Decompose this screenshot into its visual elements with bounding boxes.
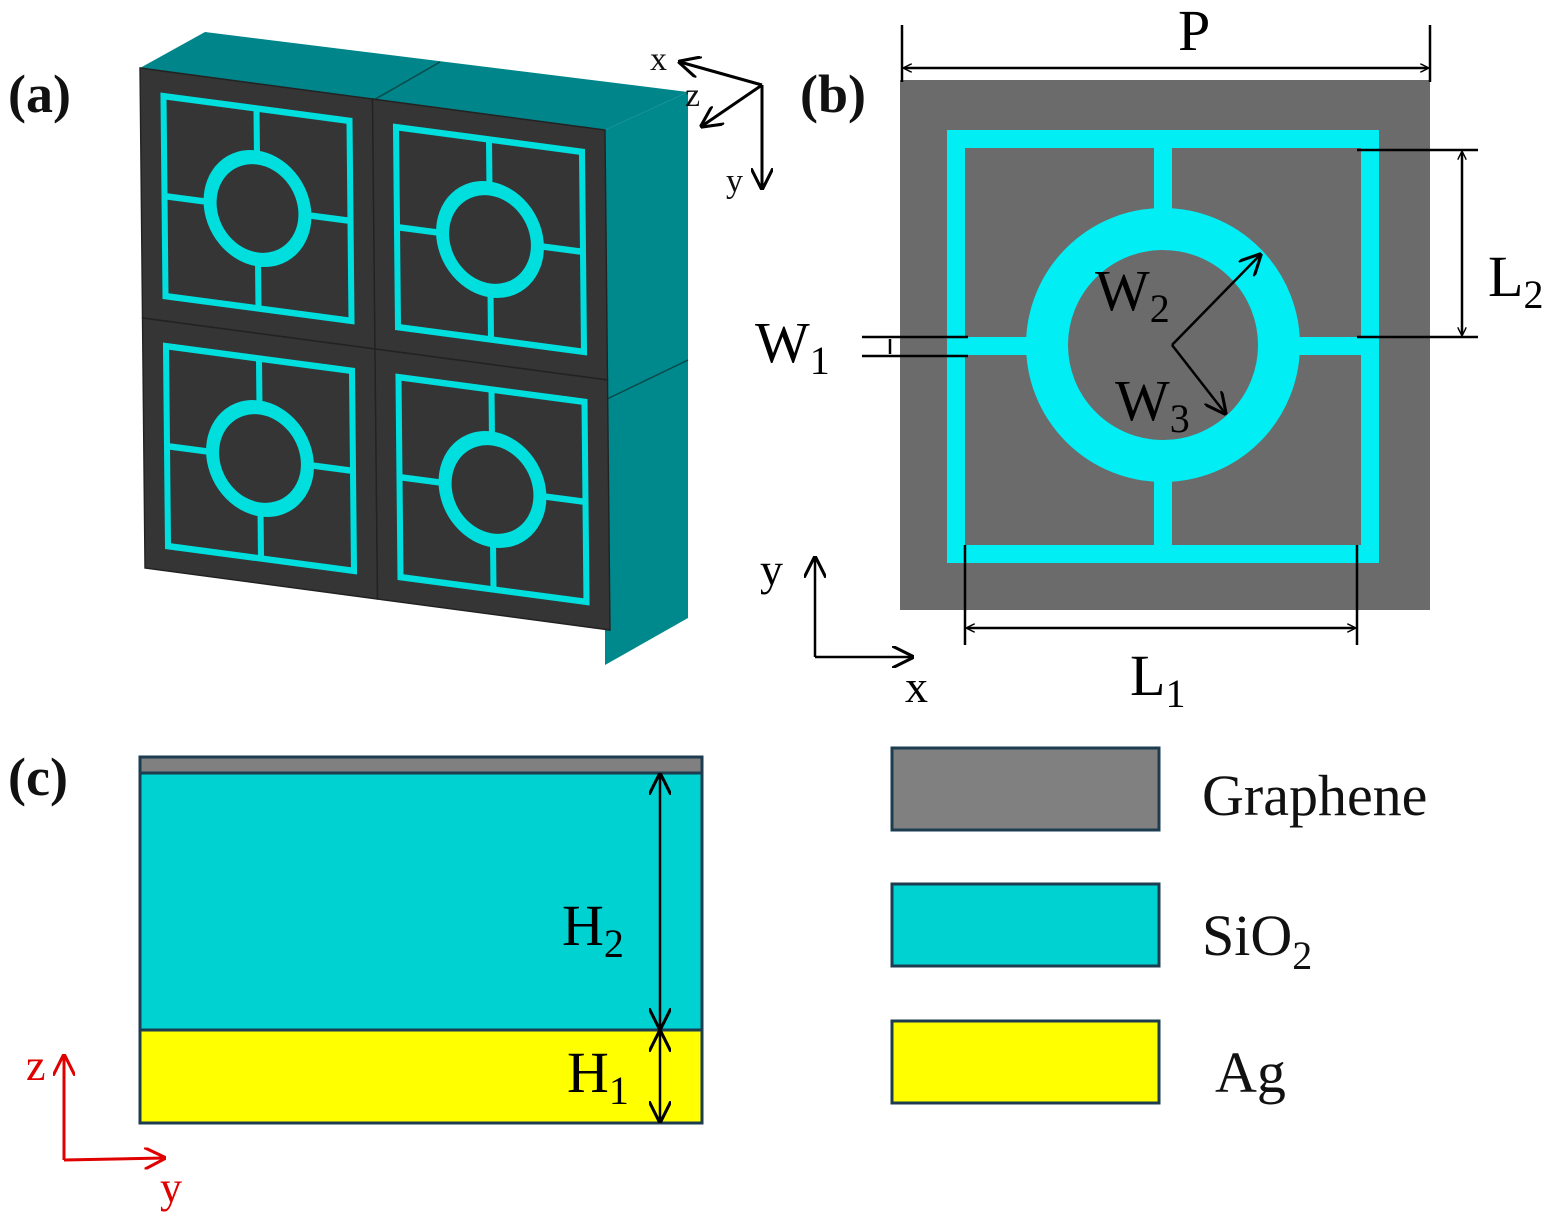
dim-P: P xyxy=(1178,0,1210,63)
graphene-layer xyxy=(138,755,704,775)
panel-c: (c) H2 H1 z y xyxy=(8,747,704,1212)
dim-L2: L2 xyxy=(1488,244,1543,317)
dim-W1: W1 xyxy=(755,310,830,383)
axes-3d xyxy=(680,62,762,188)
axis-y-label: y xyxy=(760,544,783,595)
legend-label-sio2: SiO2 xyxy=(1202,903,1312,978)
axis-z-label: z xyxy=(685,77,700,114)
axis-y-label: y xyxy=(726,163,743,200)
axis-x-label: x xyxy=(905,661,928,712)
ag-layer xyxy=(138,1028,704,1125)
dim-W2: W2 xyxy=(1095,258,1170,331)
dim-L1: L1 xyxy=(1130,643,1185,716)
unit-cell-array xyxy=(140,68,610,630)
panel-a-label: (a) xyxy=(8,64,71,124)
dim-H1: H1 xyxy=(567,1040,629,1113)
sio2-layer xyxy=(138,771,704,1032)
axis-z-label: z xyxy=(26,1041,46,1090)
panel-c-label: (c) xyxy=(8,747,68,807)
axis-y-label: y xyxy=(160,1163,182,1212)
panel-a: (a) x z y xyxy=(8,32,762,665)
dim-W3: W3 xyxy=(1115,368,1190,441)
legend: Graphene SiO2 Ag xyxy=(890,746,1427,1105)
top-face xyxy=(140,32,688,130)
side-face xyxy=(605,92,688,665)
legend-label-ag: Ag xyxy=(1215,1040,1286,1105)
panel-b: (b) xyxy=(755,0,1543,716)
legend-label-graphene: Graphene xyxy=(1202,763,1427,828)
legend-swatch-ag xyxy=(890,1019,1161,1105)
legend-swatch-graphene xyxy=(890,746,1161,832)
legend-swatch-sio2 xyxy=(890,882,1161,968)
panel-b-label: (b) xyxy=(800,64,866,124)
axis-x-label: x xyxy=(650,41,667,78)
cyan-pattern xyxy=(947,130,1379,563)
dim-H2: H2 xyxy=(562,893,624,966)
